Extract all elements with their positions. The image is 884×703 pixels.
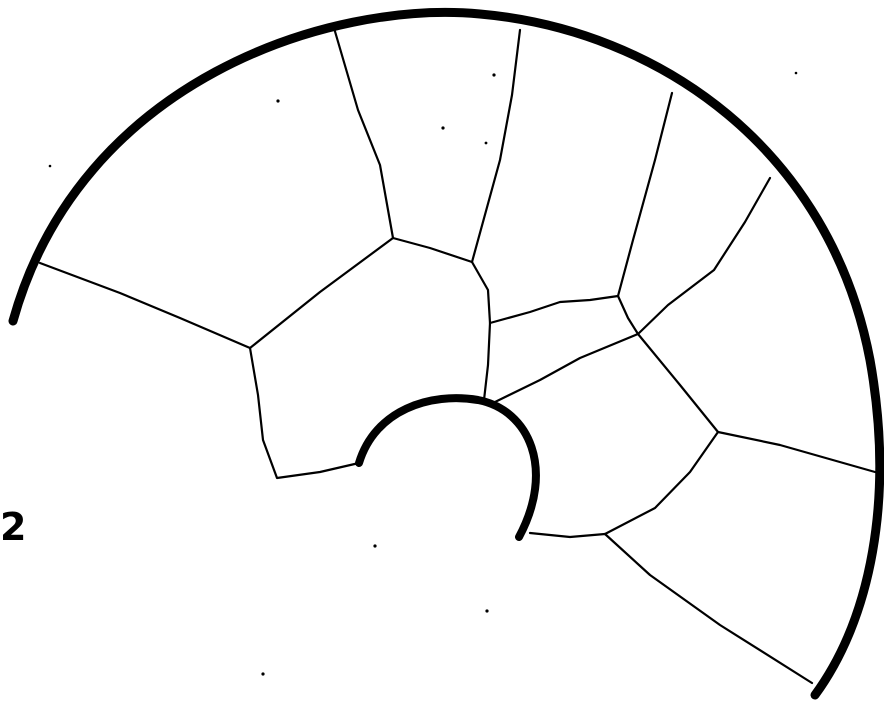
cell-wall — [250, 238, 393, 348]
inner-boundary-arc — [359, 398, 536, 537]
speck — [373, 544, 376, 547]
speck — [485, 142, 488, 145]
cell-wall — [718, 432, 875, 472]
specks — [49, 72, 798, 676]
cell-wall — [638, 178, 770, 334]
outer-boundary-arc — [13, 12, 880, 695]
cell-wall — [472, 30, 520, 262]
cell-wall — [250, 348, 359, 478]
cell-wall — [618, 296, 638, 334]
speck — [276, 99, 279, 102]
cell-wall — [472, 262, 490, 400]
cell-walls — [40, 28, 875, 683]
speck — [485, 609, 488, 612]
speck — [795, 72, 798, 75]
cell-wall — [638, 334, 718, 432]
cell-wall — [618, 93, 672, 296]
cell-wall — [490, 296, 618, 323]
speck — [492, 73, 495, 76]
speck — [261, 672, 264, 675]
figure-label: 2 — [0, 508, 26, 546]
cell-wall — [605, 534, 812, 683]
speck — [49, 165, 52, 168]
cell-wall — [530, 533, 605, 537]
cell-wall — [495, 334, 638, 402]
cell-wall — [40, 263, 250, 348]
cell-wall — [393, 238, 472, 262]
speck — [441, 126, 444, 129]
cell-wall — [334, 28, 393, 238]
cell-wall — [605, 432, 718, 534]
